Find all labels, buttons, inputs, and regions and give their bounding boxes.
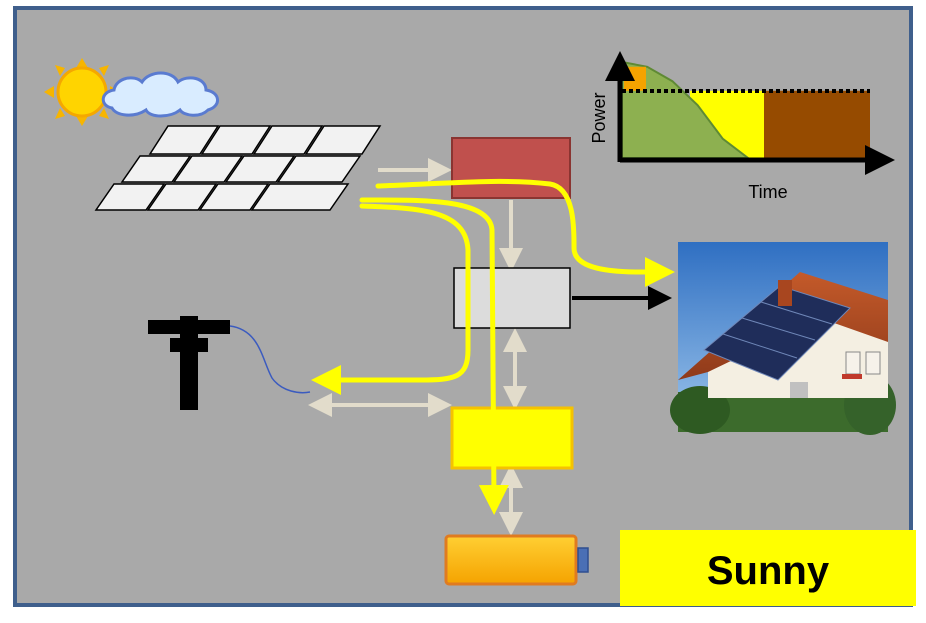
chart-grid-supply-area [764, 90, 870, 158]
chart-ylabel: Power [589, 92, 609, 143]
power-time-chart: Power Time [589, 51, 895, 202]
battery-icon [444, 534, 589, 586]
solar-to-house-flow [375, 178, 675, 287]
solar-flow-arrows [311, 178, 675, 515]
passive-flow-arrows [308, 158, 527, 536]
solar-to-battery-flow [359, 197, 509, 515]
chart-areas [621, 60, 870, 159]
house-with-solar-icon [670, 242, 896, 435]
scenario-box [620, 530, 916, 606]
inverter-box [453, 267, 571, 329]
battery-charger-box [450, 406, 574, 470]
solar-to-grid-flow [311, 203, 471, 395]
charge-controller-box [451, 137, 571, 199]
solar-panel-icon [94, 125, 382, 211]
chart-xlabel: Time [748, 182, 787, 202]
cloud-icon [101, 71, 219, 118]
sun-icon [44, 58, 120, 126]
chart-surplus-area [624, 66, 646, 91]
scenario-label: Sunny [707, 549, 830, 593]
utility-pole-icon [148, 316, 311, 410]
